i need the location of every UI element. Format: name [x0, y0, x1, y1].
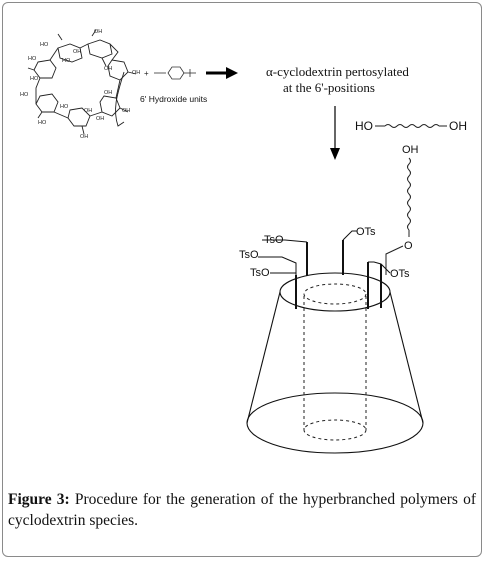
- tso-label: TsO: [250, 267, 270, 279]
- cyclodextrin-cone: [246, 272, 424, 454]
- oh-label: OH: [96, 116, 104, 122]
- oh-label: HO: [60, 104, 69, 110]
- oh-label: HO: [38, 120, 47, 126]
- product-label-line2: at the 6'-positions: [283, 80, 375, 95]
- ots-posts: [295, 240, 382, 309]
- hydroxide-label: 6' Hydroxide units: [140, 94, 207, 104]
- caption-label: Figure 3:: [8, 491, 70, 508]
- oh-label: HO: [30, 76, 39, 82]
- figure-caption: Figure 3: Procedure for the generation o…: [8, 489, 476, 531]
- product-label-line1: α-cyclodextrin pertosylated: [266, 64, 409, 79]
- down-arrow: [330, 106, 340, 160]
- cone-left-wall: [246, 291, 281, 424]
- grafted-chain-wave: [407, 157, 411, 231]
- oh-label: OH: [80, 134, 88, 140]
- cyclodextrin-macrocycle: [27, 29, 137, 135]
- polymer-oh-label: OH: [449, 119, 467, 133]
- reaction-arrow: [206, 67, 238, 79]
- macrocycle-oh-labels: HO OH OH OH OH HO HO HO OH HO HO OH OH O…: [20, 29, 140, 140]
- oh-label: OH: [84, 108, 92, 114]
- ots-connectors: [258, 230, 391, 275]
- oh-label: OH: [94, 29, 102, 35]
- plus-sign: +: [144, 69, 149, 78]
- tso-label: TsO: [264, 234, 284, 246]
- oh-label: OH: [104, 90, 112, 96]
- oh-label: HO: [28, 56, 37, 62]
- figure-frame: [2, 2, 482, 557]
- oh-label: OH: [132, 70, 140, 76]
- cavity-top: [303, 283, 367, 305]
- cone-right-wall: [389, 291, 424, 424]
- oh-label: OH: [73, 49, 81, 55]
- polymer-ho-label: HO: [355, 119, 373, 133]
- ots-label: OTs: [356, 226, 376, 238]
- ots-label: OTs: [390, 268, 410, 280]
- oh-label: OH: [104, 66, 112, 72]
- chain-o-label: O: [404, 240, 413, 252]
- chain-oh-label: OH: [402, 144, 419, 156]
- hydroxide-pointer: [115, 71, 125, 127]
- reaction-scheme: HO OH OH OH OH HO HO HO OH HO HO OH OH O…: [20, 29, 467, 454]
- chain-link: [385, 245, 404, 275]
- polymer-chain-wave: [384, 124, 440, 128]
- oh-label: HO: [20, 92, 29, 98]
- tosyl-chloride-reagent: [154, 66, 196, 80]
- oh-label: OH: [122, 108, 130, 114]
- tosylate-labels: TsO TsO TsO OTs OTs: [239, 226, 410, 280]
- oh-label: HO: [40, 42, 49, 48]
- cone-bottom-rim: [246, 392, 424, 454]
- oh-label: HO: [62, 58, 71, 64]
- cavity-bottom: [303, 419, 367, 441]
- cone-cavity: [303, 283, 367, 441]
- tso-label: TsO: [239, 249, 259, 261]
- caption-text: Procedure for the generation of the hype…: [8, 491, 476, 529]
